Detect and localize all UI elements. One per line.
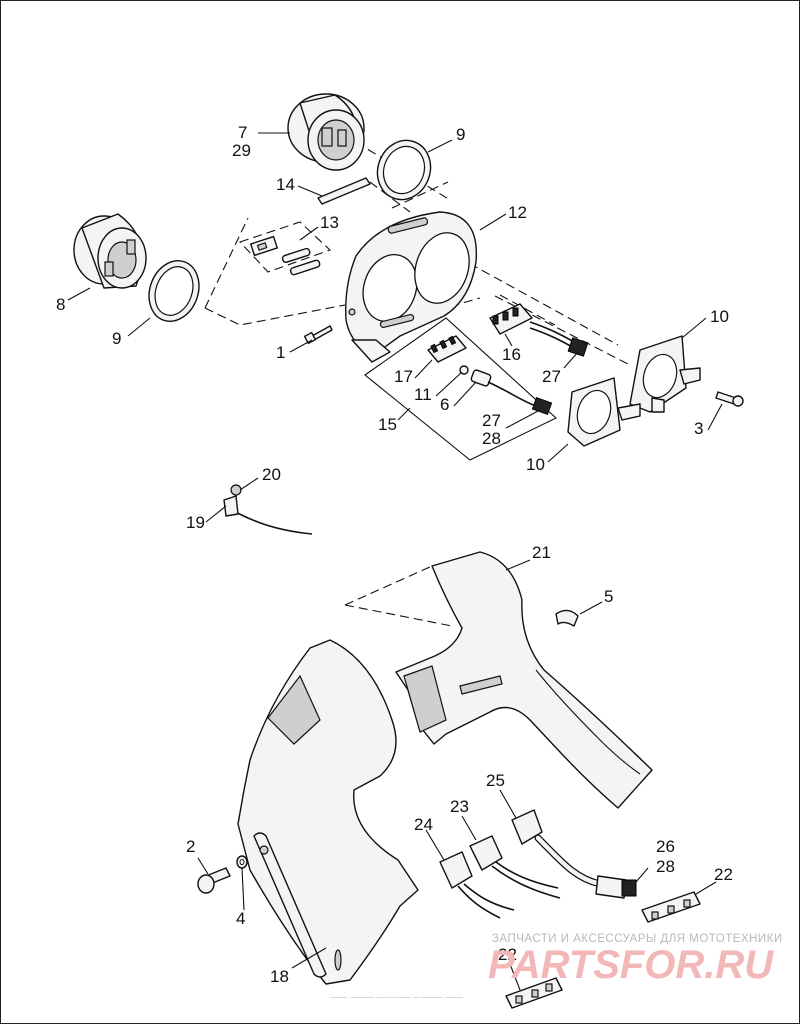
- callout-6: 6: [440, 395, 449, 414]
- callout-27-upper: 27: [542, 367, 561, 386]
- footer-code: ─── ·──── ──·─·── ─·──── ───: [329, 993, 463, 1002]
- callout-15: 12: [508, 203, 527, 222]
- callout-18: 14: [276, 175, 295, 194]
- screw-part-1[interactable]: [303, 325, 333, 345]
- connector-part-20[interactable]: [489, 303, 589, 357]
- switch-part-25[interactable]: [511, 809, 543, 845]
- callout-10-lower: 10: [526, 455, 545, 474]
- gasket-ring-9-right[interactable]: [369, 133, 438, 207]
- clip-set-17[interactable]: [239, 221, 332, 276]
- callout-17: 13: [320, 213, 339, 232]
- leader-lines: [67, 132, 723, 991]
- callout-5: 5: [604, 587, 613, 606]
- switch-part-23[interactable]: [469, 835, 561, 899]
- switch-part-24[interactable]: [439, 851, 515, 919]
- callout-14: 21: [532, 543, 551, 562]
- watermark-brand: PARTSFOR.RU: [488, 943, 774, 987]
- callout-20: 16: [502, 345, 521, 364]
- callout-23: 23: [450, 797, 469, 816]
- screw-part-2[interactable]: [197, 867, 231, 894]
- callout-11: 19: [186, 513, 205, 532]
- callout-22-lower: 22: [498, 945, 517, 964]
- callout-27-lower: 27: [482, 411, 501, 430]
- callout-12: 20: [262, 465, 281, 484]
- washer-part-4[interactable]: [236, 855, 248, 869]
- indicator-light-6[interactable]: [459, 365, 553, 416]
- cable-part-11[interactable]: [223, 484, 313, 535]
- callout-10-upper: 10: [710, 307, 729, 326]
- clip-part-22-lower[interactable]: [505, 977, 563, 1009]
- screw-part-3[interactable]: [715, 391, 744, 407]
- clip-part-22-upper[interactable]: [641, 891, 701, 923]
- fairing-panel-14[interactable]: [395, 551, 653, 809]
- callout-28-upper: 28: [482, 429, 501, 448]
- callout-22-upper: 22: [714, 865, 733, 884]
- callout-8: 7: [238, 123, 247, 142]
- harness-part-26[interactable]: [534, 834, 637, 899]
- mount-bracket-10-upper[interactable]: [629, 335, 701, 413]
- callout-24: 24: [414, 815, 433, 834]
- assembly-dash-lines: [204, 141, 631, 627]
- callout-9-left: 9: [112, 329, 121, 348]
- watermark-tagline: ЗАПЧАСТИ И АКСЕССУАРЫ ДЛЯ МОТОТЕХНИКИ: [492, 933, 783, 945]
- callout-19: 15: [378, 415, 397, 434]
- parts-box-19: [364, 317, 557, 461]
- callout-21: 17: [394, 367, 413, 386]
- callout-25: 25: [486, 771, 505, 790]
- fairing-panel-13[interactable]: [237, 639, 419, 985]
- callout-28-lower: 28: [656, 857, 675, 876]
- callout-1: 1: [276, 343, 285, 362]
- gasket-ring-9-left[interactable]: [141, 254, 207, 329]
- callout-labels: 7 29 9 14 13 12 8 9 1 16 17 27 11 6 15 2…: [56, 123, 733, 986]
- gauge-part-7[interactable]: [73, 213, 147, 289]
- gauge-housing-15[interactable]: [345, 211, 478, 363]
- watermark: ЗАПЧАСТИ И АКСЕССУАРЫ ДЛЯ МОТОТЕХНИКИ PA…: [488, 933, 783, 987]
- mount-bracket-10-lower[interactable]: [567, 377, 641, 447]
- callout-16: 11: [414, 385, 432, 404]
- callout-9-right: 9: [456, 125, 465, 144]
- clip-part-5[interactable]: [555, 609, 579, 627]
- gauge-part-8[interactable]: [287, 93, 365, 171]
- callout-4: 4: [236, 909, 245, 928]
- callout-26: 26: [656, 837, 675, 856]
- callout-3: 3: [694, 419, 703, 438]
- callout-29: 29: [232, 141, 251, 160]
- connector-part-21[interactable]: [427, 335, 467, 363]
- callout-13: 18: [270, 967, 289, 986]
- seal-strip-18[interactable]: [317, 177, 371, 205]
- callout-2: 2: [186, 837, 195, 856]
- callout-7: 8: [56, 295, 65, 314]
